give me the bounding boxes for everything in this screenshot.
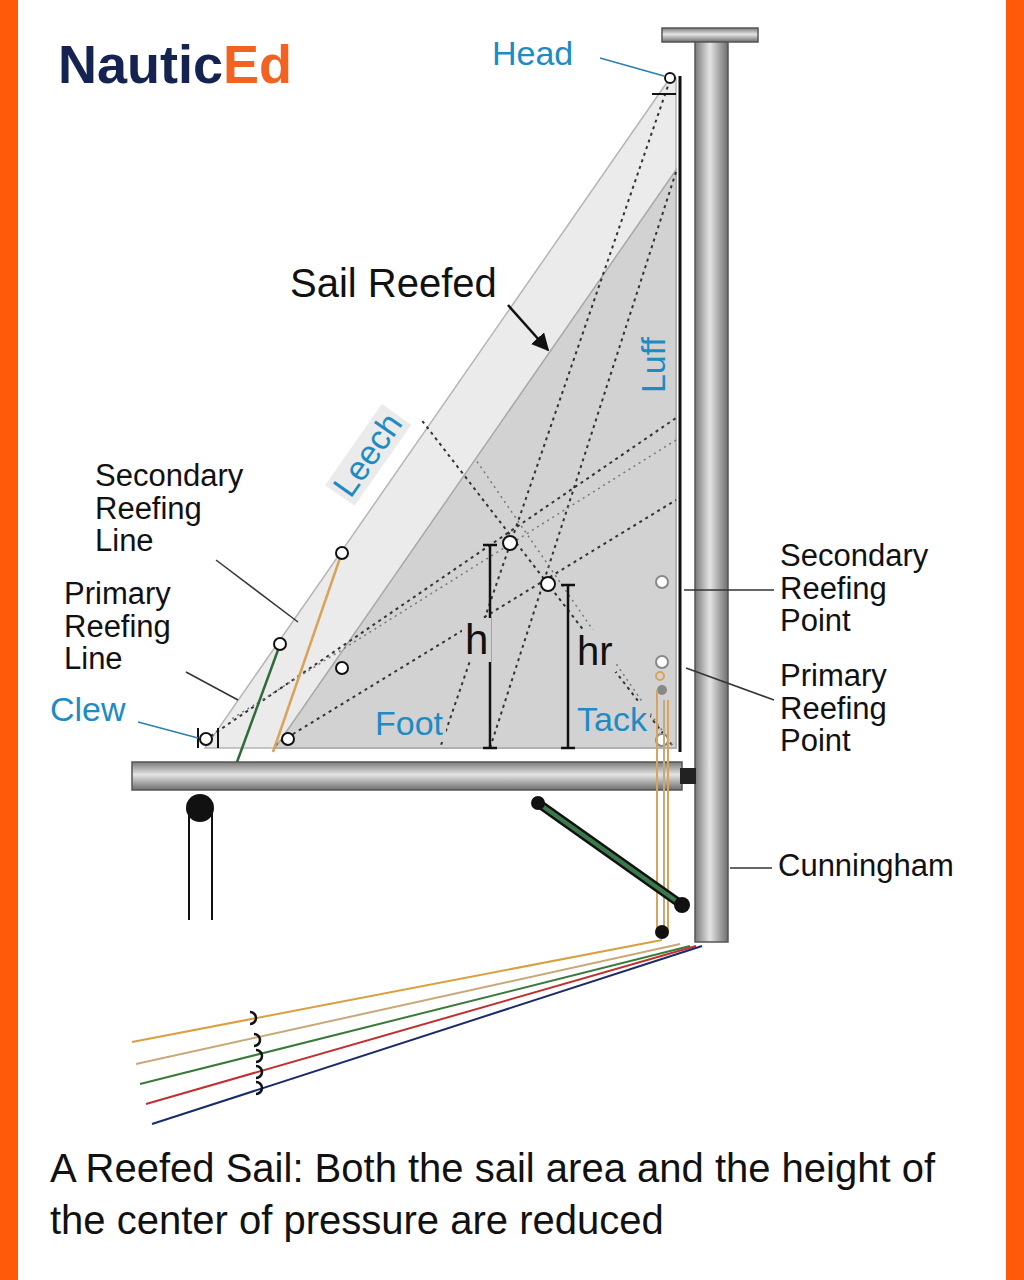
clew-tick bbox=[217, 728, 219, 748]
mainsheet-block bbox=[186, 794, 214, 920]
luff-line bbox=[679, 76, 682, 752]
centroid-lines-faint bbox=[230, 440, 676, 745]
turning-block bbox=[655, 925, 669, 939]
part-label: Foot bbox=[372, 706, 446, 742]
secondary-reefing-line bbox=[273, 558, 340, 752]
cleats bbox=[250, 1012, 262, 1094]
part-label: Sail Reefed bbox=[290, 262, 497, 304]
part-label: hr bbox=[574, 630, 616, 672]
part-label: Tack bbox=[574, 702, 650, 738]
reefed-arrow bbox=[508, 305, 548, 350]
gooseneck bbox=[680, 768, 696, 784]
part-label: Secondary Reefing Line bbox=[95, 460, 243, 558]
border-bar bbox=[0, 0, 18, 1280]
part-label: Primary Reefing Point bbox=[780, 660, 887, 758]
tack-hook bbox=[656, 672, 664, 680]
mast bbox=[695, 40, 728, 942]
border-bar bbox=[1006, 0, 1024, 1280]
boom bbox=[132, 762, 682, 790]
primary-reefing-line bbox=[237, 650, 278, 762]
part-label: Cunningham bbox=[778, 850, 954, 883]
part-label: Head bbox=[492, 36, 573, 72]
part-label: Nautic bbox=[58, 36, 223, 93]
grommets bbox=[200, 73, 675, 745]
part-label: Secondary Reefing Point bbox=[780, 540, 928, 638]
caption: A Reefed Sail: Both the sail area and th… bbox=[50, 1142, 950, 1246]
masthead-cap bbox=[662, 28, 758, 42]
part-label: Luff bbox=[636, 334, 672, 396]
centroid-lines bbox=[205, 80, 676, 748]
part-label: Clew bbox=[50, 692, 126, 728]
head-board bbox=[652, 93, 676, 95]
cunningham-point bbox=[657, 685, 667, 695]
height-bars bbox=[483, 545, 575, 748]
led-aft-lines bbox=[132, 940, 702, 1124]
full-sail bbox=[205, 78, 676, 748]
part-label: Primary Reefing Line bbox=[64, 578, 171, 676]
part-label: h bbox=[462, 618, 491, 662]
part-label: Leech bbox=[325, 404, 411, 505]
part-label: Ed bbox=[223, 36, 292, 93]
boom-vang bbox=[531, 796, 690, 913]
